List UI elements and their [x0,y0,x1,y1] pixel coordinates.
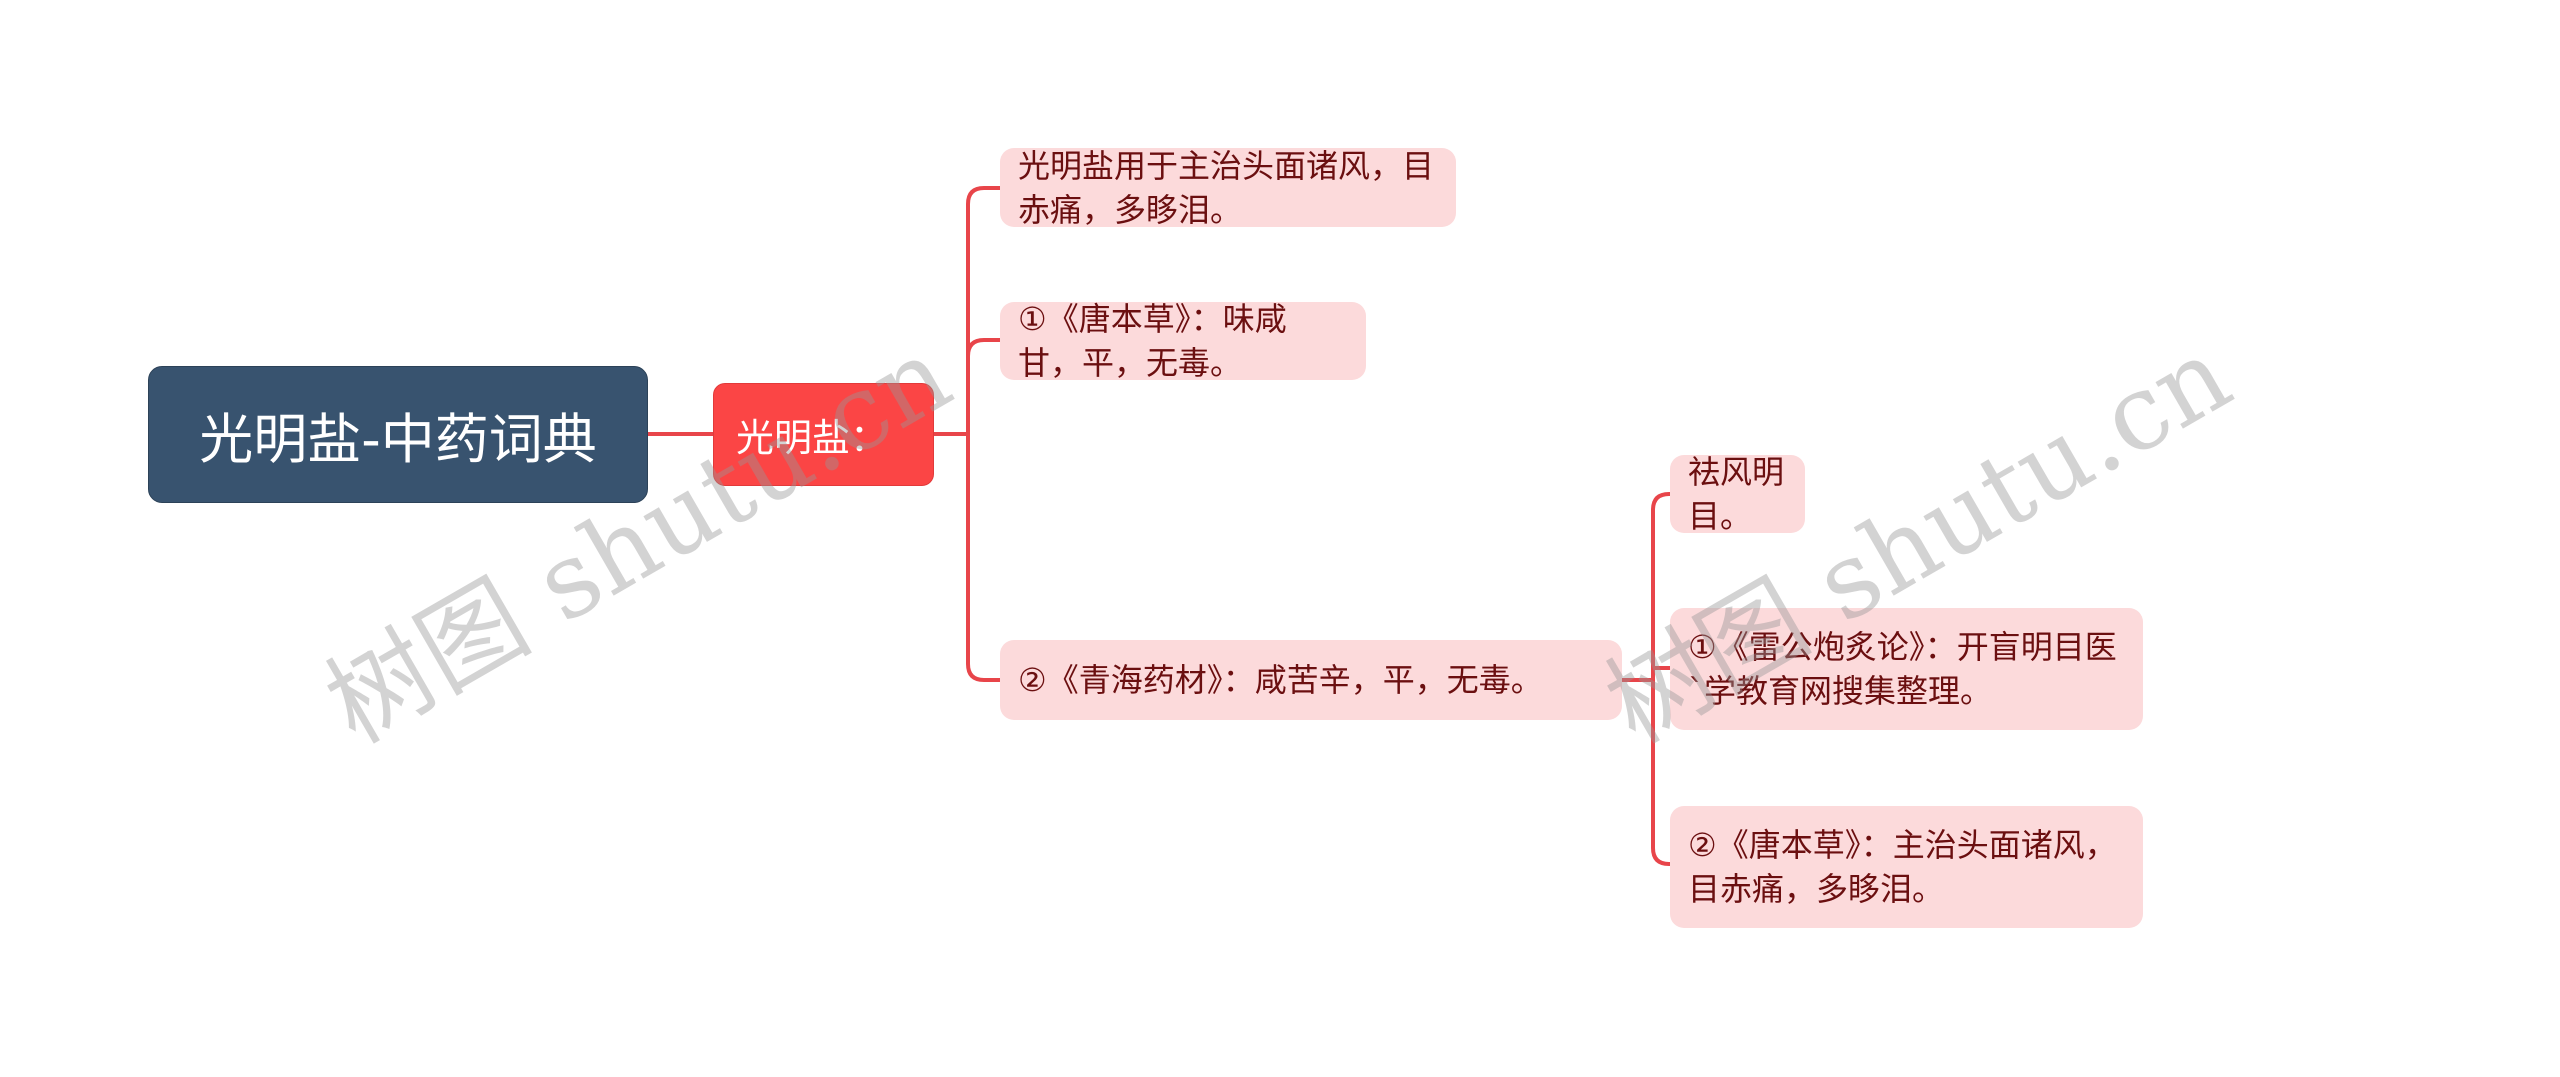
child-node-1[interactable]: 光明盐用于主治头面诸风，目赤痛，多眵泪。 [1000,147,1456,229]
child-node-2-label: ①《唐本草》：味咸甘，平，无毒。 [1018,300,1287,382]
connector-child-1 [966,186,1002,682]
grandchild-node-2[interactable]: ①《雷公炮炙论》：开盲明目医`学教育网搜集整理。 [1670,608,2143,730]
root-node[interactable]: 光明盐-中药词典 [148,366,648,503]
branch-node-label: 光明盐： [736,416,889,460]
branch-node[interactable]: 光明盐： [713,383,934,486]
child-node-3-label: ②《青海药材》：咸苦辛，平，无毒。 [1018,661,1543,699]
grandchild-node-3[interactable]: ②《唐本草》：主治头面诸风，目赤痛，多眵泪。 [1670,806,2143,928]
connector-child-2 [966,338,1002,358]
connector-grandchild-1 [1651,492,1672,866]
child-node-2[interactable]: ①《唐本草》：味咸甘，平，无毒。 [1000,300,1366,382]
grandchild-node-3-label: ②《唐本草》：主治头面诸风，目赤痛，多眵泪。 [1688,826,2117,908]
grandchild-node-2-label: ①《雷公炮炙论》：开盲明目医`学教育网搜集整理。 [1688,628,2117,710]
grandchild-node-1[interactable]: 祛风明目。 [1670,453,1805,535]
root-node-label: 光明盐-中药词典 [199,408,597,471]
child-node-1-label: 光明盐用于主治头面诸风，目赤痛，多眵泪。 [1018,146,1435,229]
child-node-3[interactable]: ②《青海药材》：咸苦辛，平，无毒。 [1000,640,1622,720]
grandchild-node-1-label: 祛风明目。 [1688,453,1785,535]
